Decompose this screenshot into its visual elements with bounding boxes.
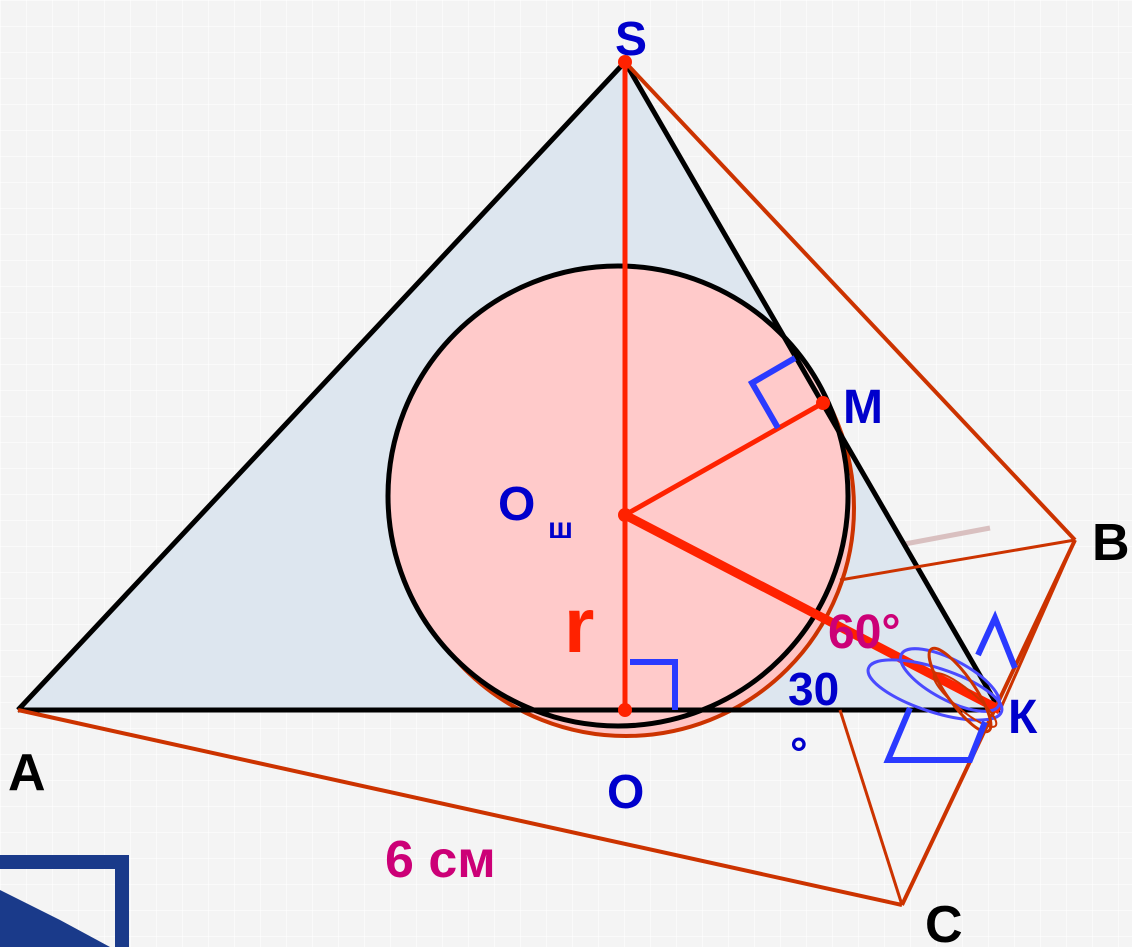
angle-mark-upper [975,610,1018,670]
point-o[interactable] [618,703,632,717]
point-o-sh[interactable] [618,508,632,522]
label-m: M [843,381,883,434]
label-o: O [607,766,644,819]
label-s: S [615,13,647,66]
edge-kb [998,539,1077,711]
label-k: К [1008,691,1038,744]
label-r: r [564,581,594,669]
radius-om [623,400,825,518]
point-m[interactable] [816,396,830,410]
right-angle-mark-m [747,355,797,430]
edge-ok-c [838,709,904,906]
edge-ac [17,708,903,907]
label-angle-30-deg: ° [790,729,808,778]
point-s[interactable] [618,55,632,69]
edge-sk [622,60,1003,712]
label-a: A [8,744,46,802]
inscribed-sphere[interactable] [385,263,851,729]
label-o-sh: O [498,478,535,531]
edge-sb [623,60,1077,542]
label-c: C [925,896,963,947]
edge-a-b [839,538,1076,582]
angle-arcs-k [866,646,1004,734]
label-side-length: 6 см [385,831,496,889]
label-angle-60: 60° [828,606,901,659]
edge-as [16,60,627,712]
label-angle-30: 30 [788,663,839,715]
angle-mark-lower [883,706,988,763]
edge-bc [900,539,1077,906]
label-b: B [1092,514,1130,572]
nav-arrow-icon[interactable] [0,855,129,947]
right-angle-mark-o [630,659,678,710]
label-o-sh-sub: ш [548,512,573,545]
